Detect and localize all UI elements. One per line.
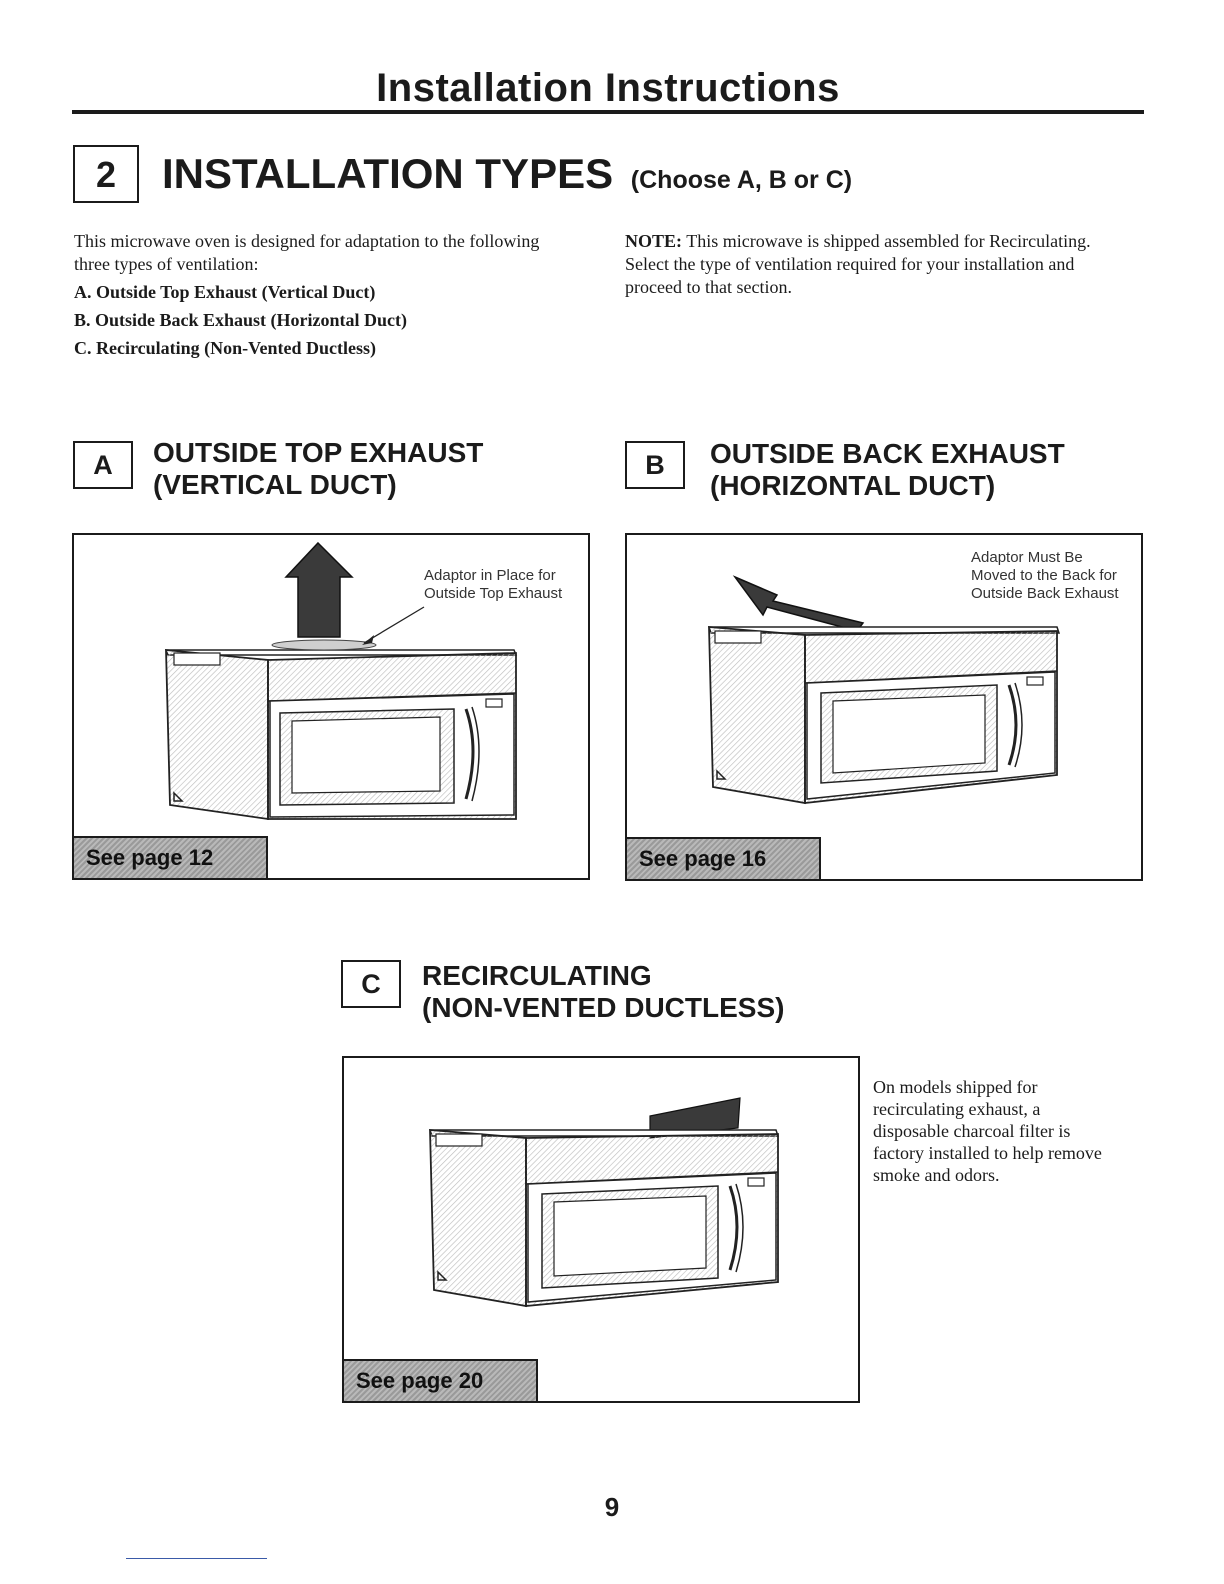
page-number: 9 xyxy=(604,1492,620,1522)
type-b-caption-line1: Adaptor Must Be xyxy=(971,549,1083,566)
type-b-caption: Adaptor Must Be Moved to the Back for Ou… xyxy=(971,549,1119,603)
figure-type-b: Adaptor Must Be Moved to the Back for Ou… xyxy=(625,533,1143,881)
type-c-letter-box: C xyxy=(341,960,401,1008)
intro-text: This microwave oven is designed for adap… xyxy=(74,231,540,274)
note-label: NOTE: xyxy=(625,231,683,251)
type-a-letter-box: A xyxy=(73,441,133,489)
intro-option-b: B. Outside Back Exhaust (Horizontal Duct… xyxy=(74,310,408,330)
step-number-box: 2 xyxy=(73,145,139,203)
type-c-title: RECIRCULATING (NON-VENTED DUCTLESS) xyxy=(422,960,784,1024)
see-page-16-link[interactable]: See page 16 xyxy=(627,837,821,879)
type-c-title-line2: (NON-VENTED DUCTLESS) xyxy=(422,992,785,1023)
microwave-back-exhaust-illustration xyxy=(707,575,1061,805)
footer-divider xyxy=(126,1558,267,1559)
section-title-text: INSTALLATION TYPES xyxy=(162,150,614,197)
microwave-top-exhaust-illustration xyxy=(164,541,518,821)
see-page-20-link[interactable]: See page 20 xyxy=(344,1359,538,1401)
section-title-choose: (Choose A, B or C) xyxy=(630,166,853,194)
type-b-caption-line2: Moved to the Back for xyxy=(971,567,1117,584)
figure-type-c: See page 20 xyxy=(342,1056,860,1403)
type-b-title-line1: OUTSIDE BACK EXHAUST xyxy=(710,438,1065,469)
type-a-title: OUTSIDE TOP EXHAUST (VERTICAL DUCT) xyxy=(153,437,483,501)
exhaust-arrow-icon xyxy=(284,541,354,638)
type-a-caption-line1: Adaptor in Place for xyxy=(424,567,556,584)
page-header: Installation Instructions xyxy=(72,66,1144,114)
figure-type-a: Adaptor in Place for Outside Top Exhaust… xyxy=(72,533,590,880)
section-title: INSTALLATION TYPES (Choose A, B or C) xyxy=(162,150,852,198)
intro-block: This microwave oven is designed for adap… xyxy=(74,230,554,360)
type-b-caption-line3: Outside Back Exhaust xyxy=(971,585,1119,602)
type-b-letter-box: B xyxy=(625,441,685,489)
recirculating-note: On models shipped for recirculating exha… xyxy=(873,1077,1102,1185)
type-a-caption-line2: Outside Top Exhaust xyxy=(424,585,563,602)
see-page-12-link[interactable]: See page 12 xyxy=(74,836,268,878)
type-a-title-line1: OUTSIDE TOP EXHAUST xyxy=(153,437,484,468)
page-header-title: Installation Instructions xyxy=(376,66,840,110)
type-b-title: OUTSIDE BACK EXHAUST (HORIZONTAL DUCT) xyxy=(710,438,1065,502)
type-c-title-line1: RECIRCULATING xyxy=(422,960,652,991)
microwave-recirculating-illustration xyxy=(428,1097,780,1308)
type-a-caption: Adaptor in Place for Outside Top Exhaust xyxy=(424,567,562,603)
type-a-title-line2: (VERTICAL DUCT) xyxy=(153,469,397,500)
type-b-title-line2: (HORIZONTAL DUCT) xyxy=(710,470,996,501)
note-text: This microwave is shipped assembled for … xyxy=(625,231,1091,297)
intro-option-a: A. Outside Top Exhaust (Vertical Duct) xyxy=(74,282,376,302)
exhaust-arrow-icon xyxy=(732,575,865,632)
intro-option-c: C. Recirculating (Non-Vented Ductless) xyxy=(74,338,376,358)
note-block: NOTE: This microwave is shipped assemble… xyxy=(625,230,1095,299)
